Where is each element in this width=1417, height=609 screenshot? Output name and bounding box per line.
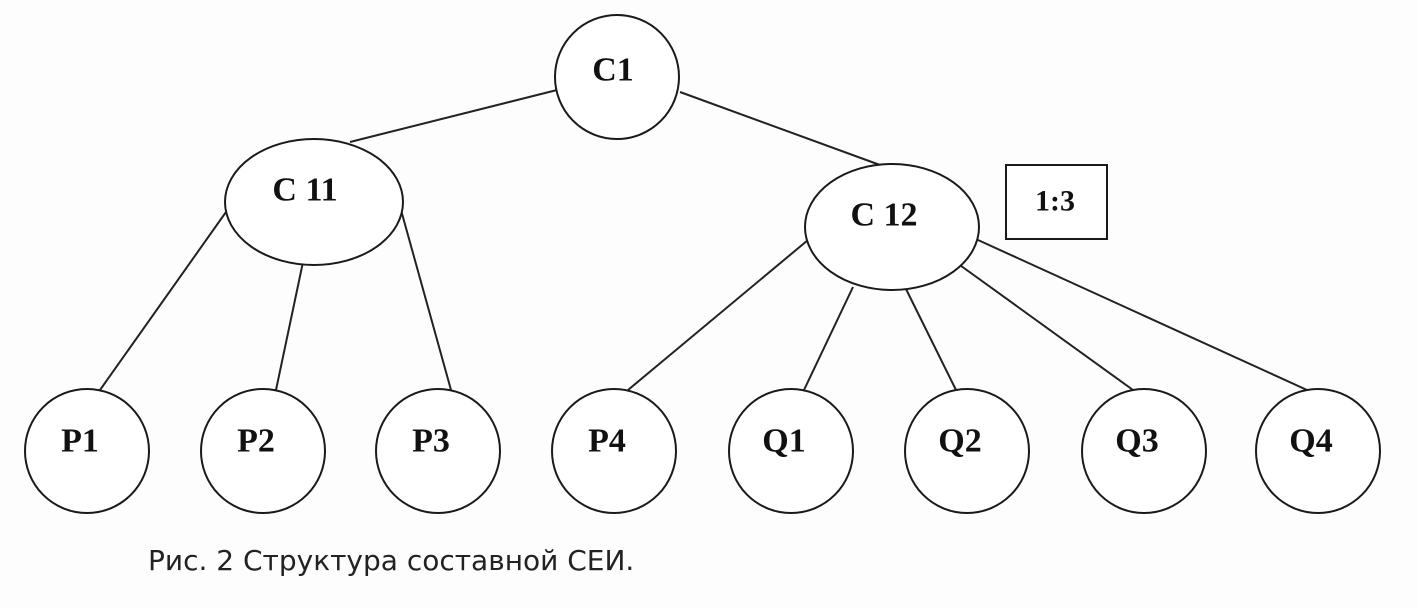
node-q1: Q1 — [728, 388, 854, 514]
node-p1-shape — [24, 388, 150, 514]
ratio-box-frame — [1005, 164, 1108, 240]
node-c11: C 11 — [224, 138, 404, 266]
node-p4: P4 — [551, 388, 677, 514]
edge-c1-c11 — [349, 89, 558, 143]
node-q3: Q3 — [1081, 388, 1207, 514]
node-c1-shape — [554, 14, 680, 140]
node-p4-label: P4 — [588, 423, 626, 460]
node-c12-label: C 12 — [850, 197, 917, 234]
node-p2: P2 — [200, 388, 326, 514]
node-q2-label: Q2 — [938, 423, 981, 460]
edge-c11-p3 — [400, 209, 452, 391]
node-p2-label: P2 — [237, 423, 275, 460]
node-c1: C1 — [554, 14, 680, 140]
node-q3-shape — [1081, 388, 1207, 514]
node-p2-shape — [200, 388, 326, 514]
node-q2-shape — [904, 388, 1030, 514]
tree-edges — [99, 89, 1308, 391]
node-c1-label: C1 — [592, 52, 634, 89]
edge-c12-q2 — [905, 288, 957, 391]
edge-c12-q1 — [803, 286, 854, 391]
node-c12: C 12 — [804, 163, 980, 291]
ratio-box: 1:3 — [1005, 164, 1108, 240]
node-c11-label: C 11 — [272, 172, 337, 209]
node-p4-shape — [551, 388, 677, 514]
edge-c1-c12 — [679, 91, 881, 166]
node-q3-label: Q3 — [1115, 423, 1158, 460]
node-q1-shape — [728, 388, 854, 514]
node-p3-label: P3 — [412, 423, 450, 460]
node-p3-shape — [375, 388, 501, 514]
node-q1-label: Q1 — [762, 423, 805, 460]
node-c11-shape — [224, 138, 404, 266]
edge-c11-p1 — [99, 211, 227, 391]
node-p3: P3 — [375, 388, 501, 514]
edge-c12-p4 — [627, 239, 809, 391]
edge-c12-q4 — [977, 239, 1308, 391]
edge-c11-p2 — [275, 261, 304, 391]
node-q4: Q4 — [1255, 388, 1381, 514]
figure-caption: Рис. 2 Структура составной СЕИ. — [148, 544, 635, 577]
node-p1-label: P1 — [61, 423, 99, 460]
ratio-label: 1:3 — [1035, 185, 1075, 218]
node-p1: P1 — [24, 388, 150, 514]
node-q4-shape — [1255, 388, 1381, 514]
node-c12-shape — [804, 163, 980, 291]
edge-c12-q3 — [956, 262, 1134, 391]
node-q4-label: Q4 — [1289, 423, 1332, 460]
node-q2: Q2 — [904, 388, 1030, 514]
